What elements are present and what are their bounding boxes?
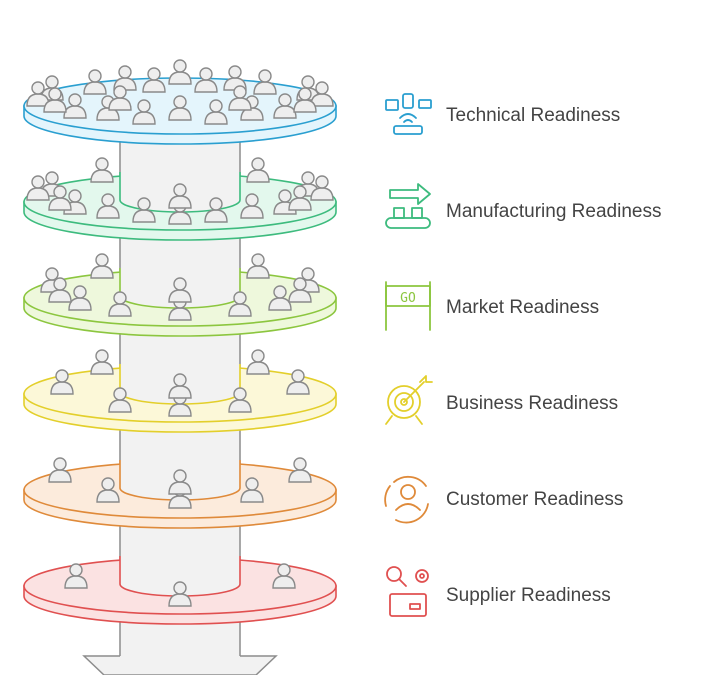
level-disc bbox=[23, 349, 337, 433]
person-icon bbox=[48, 185, 72, 211]
person-icon bbox=[240, 477, 264, 503]
person-icon bbox=[228, 85, 252, 111]
person-icon bbox=[68, 285, 92, 311]
level-disc bbox=[23, 556, 337, 625]
person-icon bbox=[90, 349, 114, 375]
person-icon bbox=[272, 563, 296, 589]
person-icon bbox=[246, 157, 270, 183]
person-icon bbox=[253, 69, 277, 95]
person-icon bbox=[64, 563, 88, 589]
person-icon bbox=[310, 175, 334, 201]
person-icon bbox=[310, 81, 334, 107]
level-label-customer: Customer Readiness bbox=[446, 489, 624, 510]
person-icon bbox=[168, 277, 192, 303]
person-icon bbox=[108, 291, 132, 317]
person-icon bbox=[48, 277, 72, 303]
level-label-manufacturing: Manufacturing Readiness bbox=[446, 201, 662, 222]
person-icon bbox=[96, 477, 120, 503]
down-arrow bbox=[82, 655, 278, 675]
person-icon bbox=[246, 253, 270, 279]
person-icon bbox=[228, 291, 252, 317]
go-sign-icon: GO bbox=[385, 281, 431, 331]
person-icon bbox=[132, 99, 156, 125]
conveyor-arrow-icon bbox=[385, 183, 431, 229]
level-label-supplier: Supplier Readiness bbox=[446, 585, 611, 606]
svg-text:GO: GO bbox=[400, 291, 416, 306]
person-icon bbox=[288, 185, 312, 211]
person-icon bbox=[293, 87, 317, 113]
person-icon bbox=[204, 197, 228, 223]
person-icon bbox=[288, 457, 312, 483]
level-disc bbox=[23, 157, 337, 241]
level-disc bbox=[23, 457, 337, 529]
level-label-market: Market Readiness bbox=[446, 297, 600, 318]
person-icon bbox=[63, 93, 87, 119]
person-icon bbox=[108, 85, 132, 111]
person-icon bbox=[240, 95, 264, 121]
target-arrow-icon bbox=[385, 375, 433, 425]
person-icon bbox=[273, 93, 297, 119]
person-icon bbox=[26, 175, 50, 201]
devices-network-icon bbox=[385, 93, 432, 135]
person-icon bbox=[96, 193, 120, 219]
person-icon bbox=[48, 457, 72, 483]
person-icon bbox=[90, 253, 114, 279]
person-icon bbox=[168, 183, 192, 209]
person-icon bbox=[286, 369, 310, 395]
search-gear-box-icon bbox=[386, 566, 429, 617]
person-icon bbox=[90, 157, 114, 183]
person-icon bbox=[194, 67, 218, 93]
level-label-technical: Technical Readiness bbox=[446, 105, 621, 126]
person-icon bbox=[168, 373, 192, 399]
person-icon bbox=[168, 95, 192, 121]
person-icon bbox=[168, 59, 192, 85]
person-icon bbox=[50, 369, 74, 395]
person-icon bbox=[288, 277, 312, 303]
person-icon bbox=[268, 285, 292, 311]
person-icon bbox=[142, 67, 166, 93]
level-disc bbox=[23, 59, 337, 145]
person-icon bbox=[228, 387, 252, 413]
person-icon bbox=[43, 87, 67, 113]
level-label-business: Business Readiness bbox=[446, 393, 619, 414]
level-disc bbox=[23, 253, 337, 337]
person-icon bbox=[168, 581, 192, 607]
person-icon bbox=[168, 469, 192, 495]
person-icon bbox=[204, 99, 228, 125]
person-icon bbox=[108, 387, 132, 413]
person-icon bbox=[240, 193, 264, 219]
person-icon bbox=[132, 197, 156, 223]
person-icon bbox=[246, 349, 270, 375]
person-icon bbox=[83, 69, 107, 95]
customer-cycle-icon bbox=[384, 475, 429, 524]
